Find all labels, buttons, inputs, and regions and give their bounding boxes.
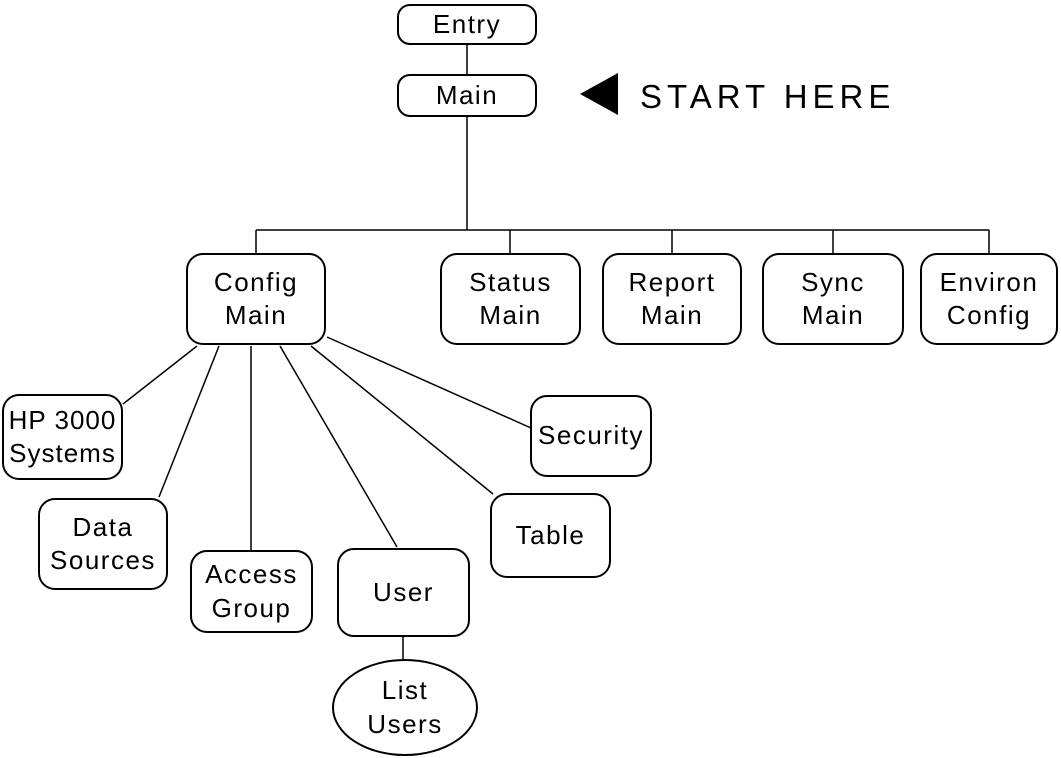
node-environ-config: Environ Config bbox=[920, 253, 1058, 345]
node-label: Status bbox=[469, 266, 552, 297]
node-label: List bbox=[381, 675, 429, 706]
node-label: Users bbox=[367, 708, 443, 739]
node-label: Main bbox=[479, 300, 542, 330]
node-label: Main bbox=[640, 300, 704, 330]
node-label: Config bbox=[946, 300, 1032, 330]
node-access-group: Access Group bbox=[190, 550, 313, 633]
node-user: User bbox=[337, 548, 470, 637]
node-list-users: List Users bbox=[332, 659, 478, 756]
edge-config-data-sources bbox=[158, 345, 220, 498]
node-entry: Entry bbox=[397, 4, 537, 45]
node-data-sources: Data Sources bbox=[38, 498, 168, 590]
node-report-main: Report Main bbox=[602, 253, 742, 345]
start-here-label: START HERE bbox=[640, 78, 896, 115]
node-sync-main: Sync Main bbox=[762, 253, 904, 345]
edge-config-hp3000 bbox=[122, 345, 198, 405]
node-label: Sync bbox=[801, 266, 865, 297]
node-label: Table bbox=[515, 519, 586, 550]
node-label: Main bbox=[435, 79, 499, 110]
node-label: Sources bbox=[50, 545, 156, 575]
start-here-arrow-icon bbox=[580, 73, 618, 115]
edge-config-table bbox=[310, 345, 494, 495]
node-main: Main bbox=[397, 74, 537, 117]
node-label: Report bbox=[628, 266, 716, 297]
edge-config-user bbox=[279, 345, 398, 548]
node-label: Group bbox=[211, 592, 292, 623]
node-label: Environ bbox=[939, 266, 1039, 297]
node-config-main: Config Main bbox=[186, 253, 326, 345]
node-label: Main bbox=[801, 300, 865, 330]
node-label: Entry bbox=[432, 8, 502, 39]
node-label: Data bbox=[72, 511, 134, 542]
node-label: Config bbox=[213, 266, 299, 297]
node-label: Security bbox=[538, 420, 644, 451]
node-security: Security bbox=[530, 395, 652, 477]
node-label: HP 3000 bbox=[8, 404, 117, 435]
node-status-main: Status Main bbox=[440, 253, 581, 345]
node-label: Access bbox=[205, 559, 298, 590]
node-table: Table bbox=[490, 493, 611, 578]
node-label: User bbox=[373, 576, 434, 607]
node-label: Systems bbox=[9, 438, 116, 468]
node-hp-3000-systems: HP 3000 Systems bbox=[2, 394, 123, 480]
edge-config-security bbox=[326, 336, 532, 429]
node-label: Main bbox=[224, 300, 288, 330]
